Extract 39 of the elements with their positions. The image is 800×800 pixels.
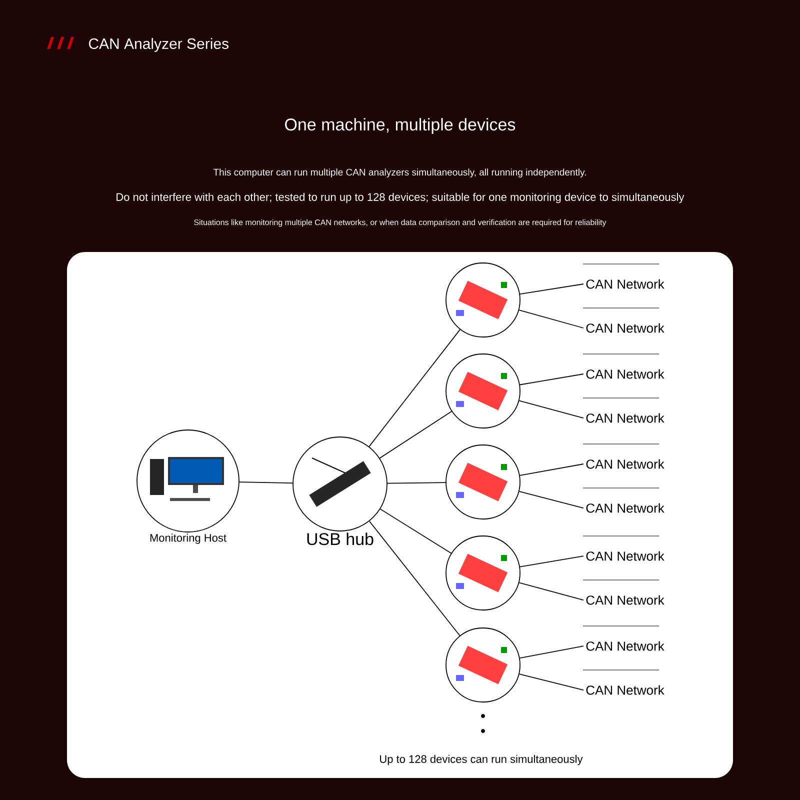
network-label: CAN Network <box>586 323 664 333</box>
network-label: CAN Network <box>586 685 664 695</box>
connector-line <box>239 482 294 484</box>
device-circle <box>446 628 520 702</box>
node-label: USB hub <box>307 532 374 546</box>
connector-line <box>519 646 584 658</box>
network-label: CAN Network <box>586 369 664 379</box>
header-title: CAN Analyzer Series <box>88 38 228 52</box>
network-label: CAN Network <box>586 279 664 289</box>
connector-line <box>368 520 460 636</box>
network-label: CAN Network <box>586 641 664 651</box>
network-label: CAN Network <box>586 551 664 561</box>
device-circle <box>446 354 520 428</box>
connector-line <box>519 464 584 476</box>
connector-line <box>380 508 452 554</box>
connector-line <box>518 400 584 418</box>
network-label: CAN Network <box>586 503 664 513</box>
description-text: Do not interfere with each other; tested to run up to 128 devices; suitable for one monitoring device to simultaneously <box>116 192 684 204</box>
node-label: Monitoring Host <box>150 534 226 544</box>
connector-line <box>518 490 584 508</box>
connector-line <box>520 284 584 295</box>
connector-line <box>518 674 584 690</box>
description-text: This computer can run multiple CAN analyzers simultaneously, all running independently. <box>213 168 586 178</box>
network-label: CAN Network <box>586 413 664 423</box>
network-label: CAN Network <box>586 459 664 469</box>
description-text: Situations like monitoring multiple CAN networks, or when data comparison and verification are required for reliability <box>194 219 606 227</box>
heading: One machine, multiple devices <box>285 118 516 134</box>
device-circle <box>446 536 520 610</box>
footnote-text: Up to 128 devices can run simultaneously <box>380 754 583 766</box>
connector-line <box>518 582 584 600</box>
connector-line <box>519 374 584 386</box>
connector-line <box>518 310 584 328</box>
connector-line <box>379 410 452 459</box>
connector-line <box>387 482 446 484</box>
network-label: CAN Network <box>586 595 664 605</box>
device-circle <box>446 444 520 520</box>
connector-line <box>368 329 460 447</box>
device-circle <box>446 262 520 338</box>
connector-line <box>519 556 584 568</box>
